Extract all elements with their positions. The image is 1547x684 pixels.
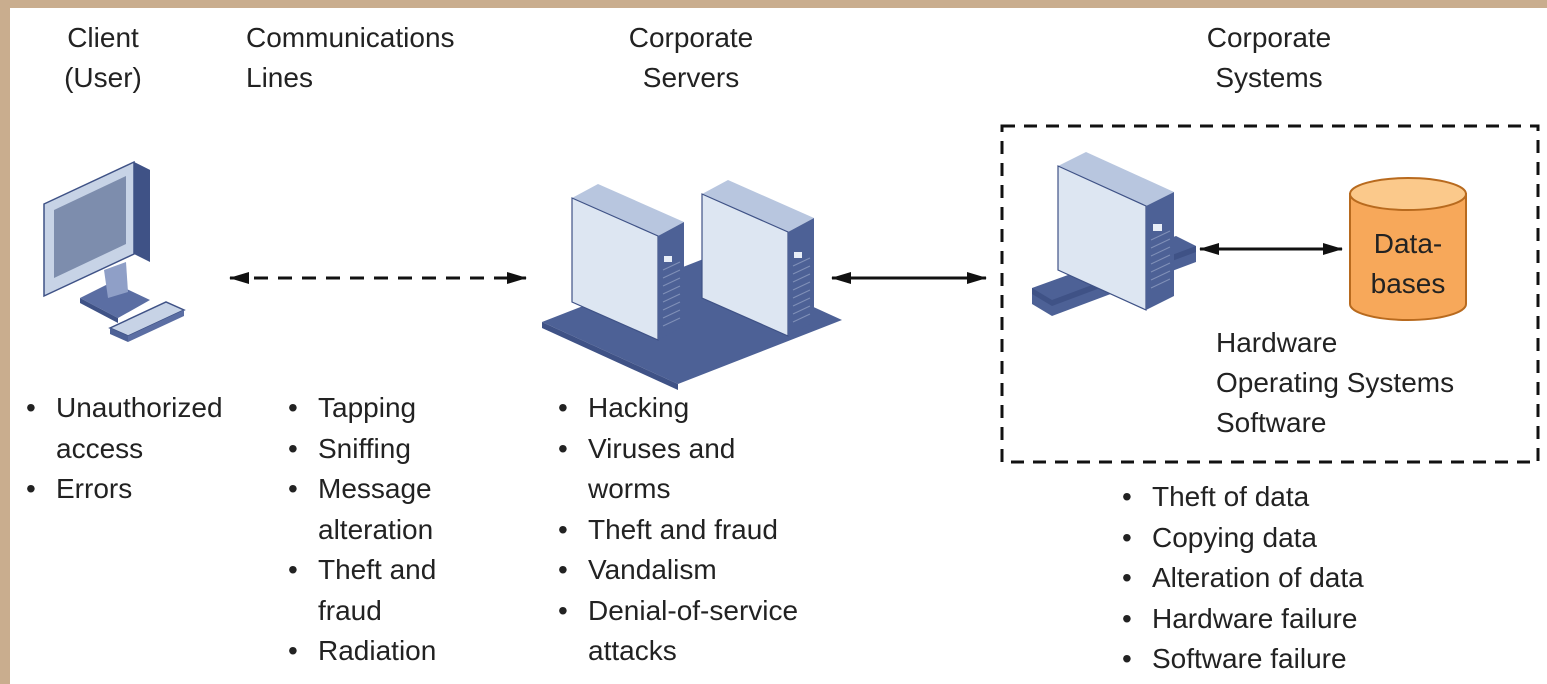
database-label: Data- bases [1349, 224, 1467, 304]
header-communications-line2: Lines [246, 62, 313, 93]
desktop-computer-icon [43, 160, 186, 342]
header-systems-line2: Systems [1215, 62, 1323, 93]
list-item: Theft of data [1122, 477, 1364, 518]
database-cylinder-icon [1349, 177, 1467, 321]
server-tower-icon [1032, 152, 1196, 316]
list-item: Errors [26, 469, 223, 510]
list-item: Tapping [288, 388, 436, 429]
header-client-line1: Client [67, 22, 139, 53]
header-systems: Corporate Systems [1176, 18, 1362, 98]
list-item: Vandalism [558, 550, 798, 591]
system-component: Operating Systems [1216, 367, 1455, 398]
server-tower-icon [701, 180, 814, 337]
corporate-systems-boundary [1000, 124, 1540, 464]
list-item: Sniffing [288, 429, 436, 470]
list-item: Radiation [288, 631, 436, 672]
list-item: Hacking [558, 388, 798, 429]
list-item: Alteration of data [1122, 558, 1364, 599]
system-components: Hardware Operating Systems Software [1216, 323, 1454, 443]
system-component: Software [1216, 407, 1327, 438]
header-servers-line1: Corporate [628, 22, 754, 53]
database-label-line1: Data- [1373, 228, 1443, 259]
system-component: Hardware [1216, 327, 1338, 358]
header-communications-line1: Communications [246, 22, 455, 53]
header-systems-line1: Corporate [1206, 22, 1332, 53]
list-item: Hardware failure [1122, 599, 1364, 640]
list-item: Software failure [1122, 639, 1364, 680]
header-servers-line2: Servers [642, 62, 740, 93]
system-threat-list: Theft of data Copying data Alteration of… [1122, 477, 1364, 680]
header-communications: Communications Lines [246, 18, 455, 98]
header-client-line2: (User) [64, 62, 142, 93]
list-item: Theft and fraud [558, 510, 798, 551]
header-servers: Corporate Servers [598, 18, 784, 98]
list-item: Copying data [1122, 518, 1364, 559]
header-client: Client (User) [50, 18, 156, 98]
database-label-line2: bases [1370, 268, 1446, 299]
